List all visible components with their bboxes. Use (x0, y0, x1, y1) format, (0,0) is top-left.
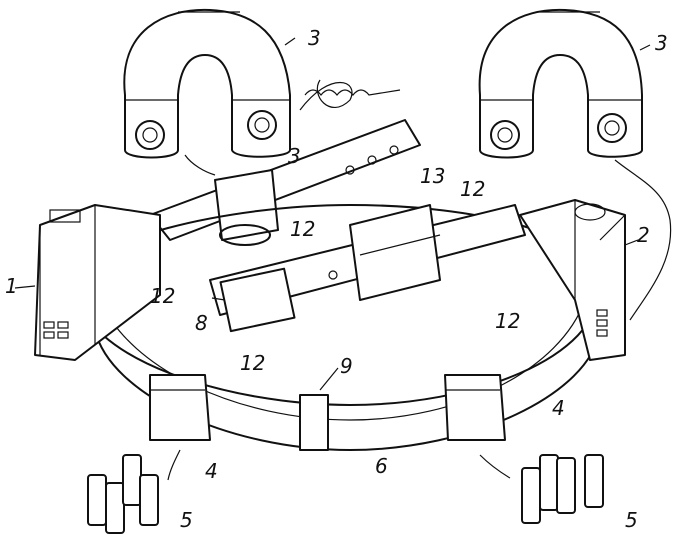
label-12c: 12 (150, 284, 175, 308)
label-2b: 2 (637, 223, 650, 247)
label-8: 8 (195, 311, 208, 335)
label-3c: 3 (288, 144, 301, 168)
flap-13 (349, 204, 441, 301)
right-battery-pouch (444, 374, 506, 441)
center-strap (209, 204, 526, 333)
label-12e: 12 (240, 351, 265, 375)
label-4b: 4 (552, 396, 565, 420)
left-belt-unit (34, 204, 161, 361)
left-earpiece-speaker-icon (135, 120, 165, 150)
label-13: 13 (420, 164, 445, 188)
left-battery-pouch (149, 374, 211, 441)
right-batteries (521, 454, 604, 524)
buckle-8 (219, 267, 296, 333)
label-12d: 12 (495, 309, 520, 333)
label-6: 6 (375, 454, 388, 478)
label-12a: 12 (290, 217, 315, 241)
strap-clip (214, 169, 279, 241)
left-batteries (87, 454, 159, 534)
left-headset (123, 8, 401, 176)
label-5a: 5 (180, 508, 193, 532)
label-4a: 4 (205, 459, 218, 483)
label-3b: 3 (655, 31, 668, 55)
label-3a: 3 (308, 26, 321, 50)
label-5b: 5 (625, 508, 638, 532)
label-12b: 12 (460, 177, 485, 201)
upper-strap (149, 119, 421, 246)
right-headset-left-speaker-icon (490, 120, 520, 150)
label-9: 9 (340, 354, 353, 378)
label-1: 1 (5, 274, 18, 298)
belt-clip-9 (299, 394, 329, 451)
right-headset-right-speaker-icon (597, 113, 627, 143)
right-earpiece-speaker-icon (247, 110, 277, 140)
right-belt-unit (519, 199, 626, 361)
right-headset (478, 8, 672, 321)
